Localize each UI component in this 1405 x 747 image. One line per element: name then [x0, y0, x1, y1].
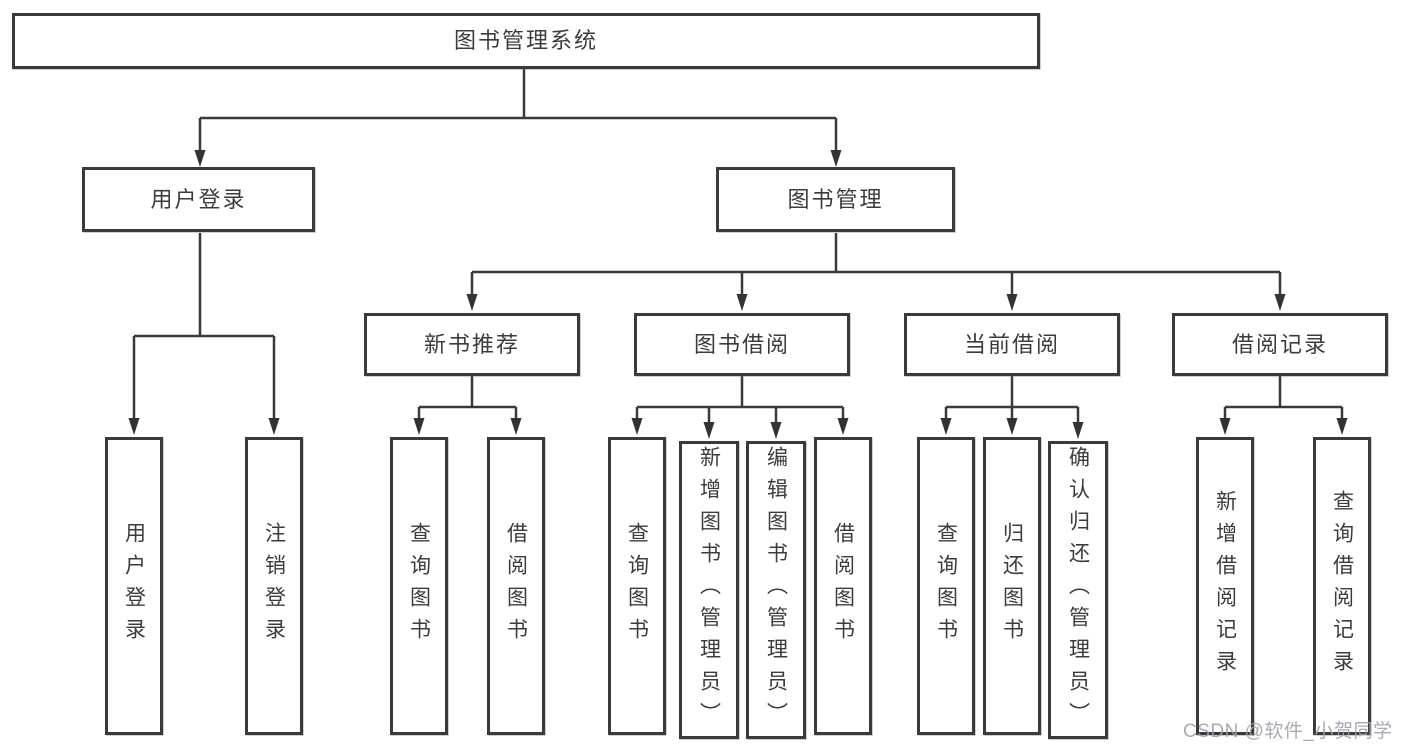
connector-new-book-rec-to-leaves [417, 376, 518, 421]
node-user-login: 用户登录 [82, 167, 315, 232]
leaf-query-borrow-record: 查询借阅记录 [1313, 437, 1371, 735]
connector-book-mgmt-to-level3 [470, 233, 1282, 297]
node-borrow-records: 借阅记录 [1172, 313, 1388, 376]
connector-borrow-records-to-leaves [1223, 376, 1344, 421]
leaf-return-books-label: 归还图书 [1000, 522, 1024, 650]
leaf-edit-books-admin-label: 编辑图书（管理员） [764, 446, 788, 734]
connector-current-borrow-to-leaves [944, 376, 1080, 425]
leaf-query-books-3-label: 查询图书 [934, 522, 958, 650]
leaf-logout-label: 注销登录 [262, 522, 286, 650]
leaf-confirm-return-admin-label: 确认归还（管理员） [1066, 446, 1090, 734]
node-user-login-label: 用户登录 [150, 186, 247, 212]
leaf-add-books-admin-label: 新增图书（管理员） [697, 446, 721, 734]
leaf-query-books-1-label: 查询图书 [407, 522, 431, 650]
node-new-book-recommend: 新书推荐 [364, 313, 580, 376]
leaf-add-borrow-record-label: 新增借阅记录 [1213, 490, 1237, 682]
connector-user-login-to-leaves [132, 233, 276, 421]
leaf-borrow-books-1: 借阅图书 [487, 437, 545, 735]
leaf-confirm-return-admin: 确认归还（管理员） [1048, 441, 1108, 739]
leaf-borrow-books-2-label: 借阅图书 [831, 522, 855, 650]
node-book-borrow-label: 图书借阅 [693, 331, 790, 357]
leaf-query-books-2-label: 查询图书 [625, 522, 649, 650]
node-new-book-recommend-label: 新书推荐 [423, 331, 520, 357]
leaf-return-books: 归还图书 [983, 437, 1041, 735]
leaf-add-borrow-record: 新增借阅记录 [1196, 437, 1254, 735]
node-system-root-label: 图书管理系统 [453, 28, 598, 53]
leaf-query-borrow-record-label: 查询借阅记录 [1330, 490, 1354, 682]
node-current-borrow: 当前借阅 [904, 313, 1120, 376]
leaf-query-books-2: 查询图书 [608, 437, 666, 735]
leaf-logout: 注销登录 [245, 437, 303, 735]
leaf-borrow-books-2: 借阅图书 [814, 437, 872, 735]
leaf-user-login: 用户登录 [105, 437, 163, 735]
node-book-management: 图书管理 [716, 167, 955, 232]
leaf-add-books-admin: 新增图书（管理员） [679, 441, 739, 739]
leaf-user-login-label: 用户登录 [122, 522, 146, 650]
connector-book-borrow-to-leaves [635, 376, 845, 425]
leaf-query-books-1: 查询图书 [390, 437, 448, 735]
leaf-edit-books-admin: 编辑图书（管理员） [746, 441, 806, 739]
connector-root-to-level2 [198, 69, 838, 152]
node-borrow-records-label: 借阅记录 [1231, 331, 1328, 357]
node-current-borrow-label: 当前借阅 [963, 331, 1060, 357]
csdn-watermark: CSDN @软件_小贺同学 [1183, 721, 1393, 742]
leaf-borrow-books-1-label: 借阅图书 [504, 522, 528, 650]
node-system-root: 图书管理系统 [12, 13, 1040, 69]
leaf-query-books-3: 查询图书 [917, 437, 975, 735]
node-book-management-label: 图书管理 [787, 186, 884, 212]
node-book-borrow: 图书借阅 [634, 313, 850, 376]
